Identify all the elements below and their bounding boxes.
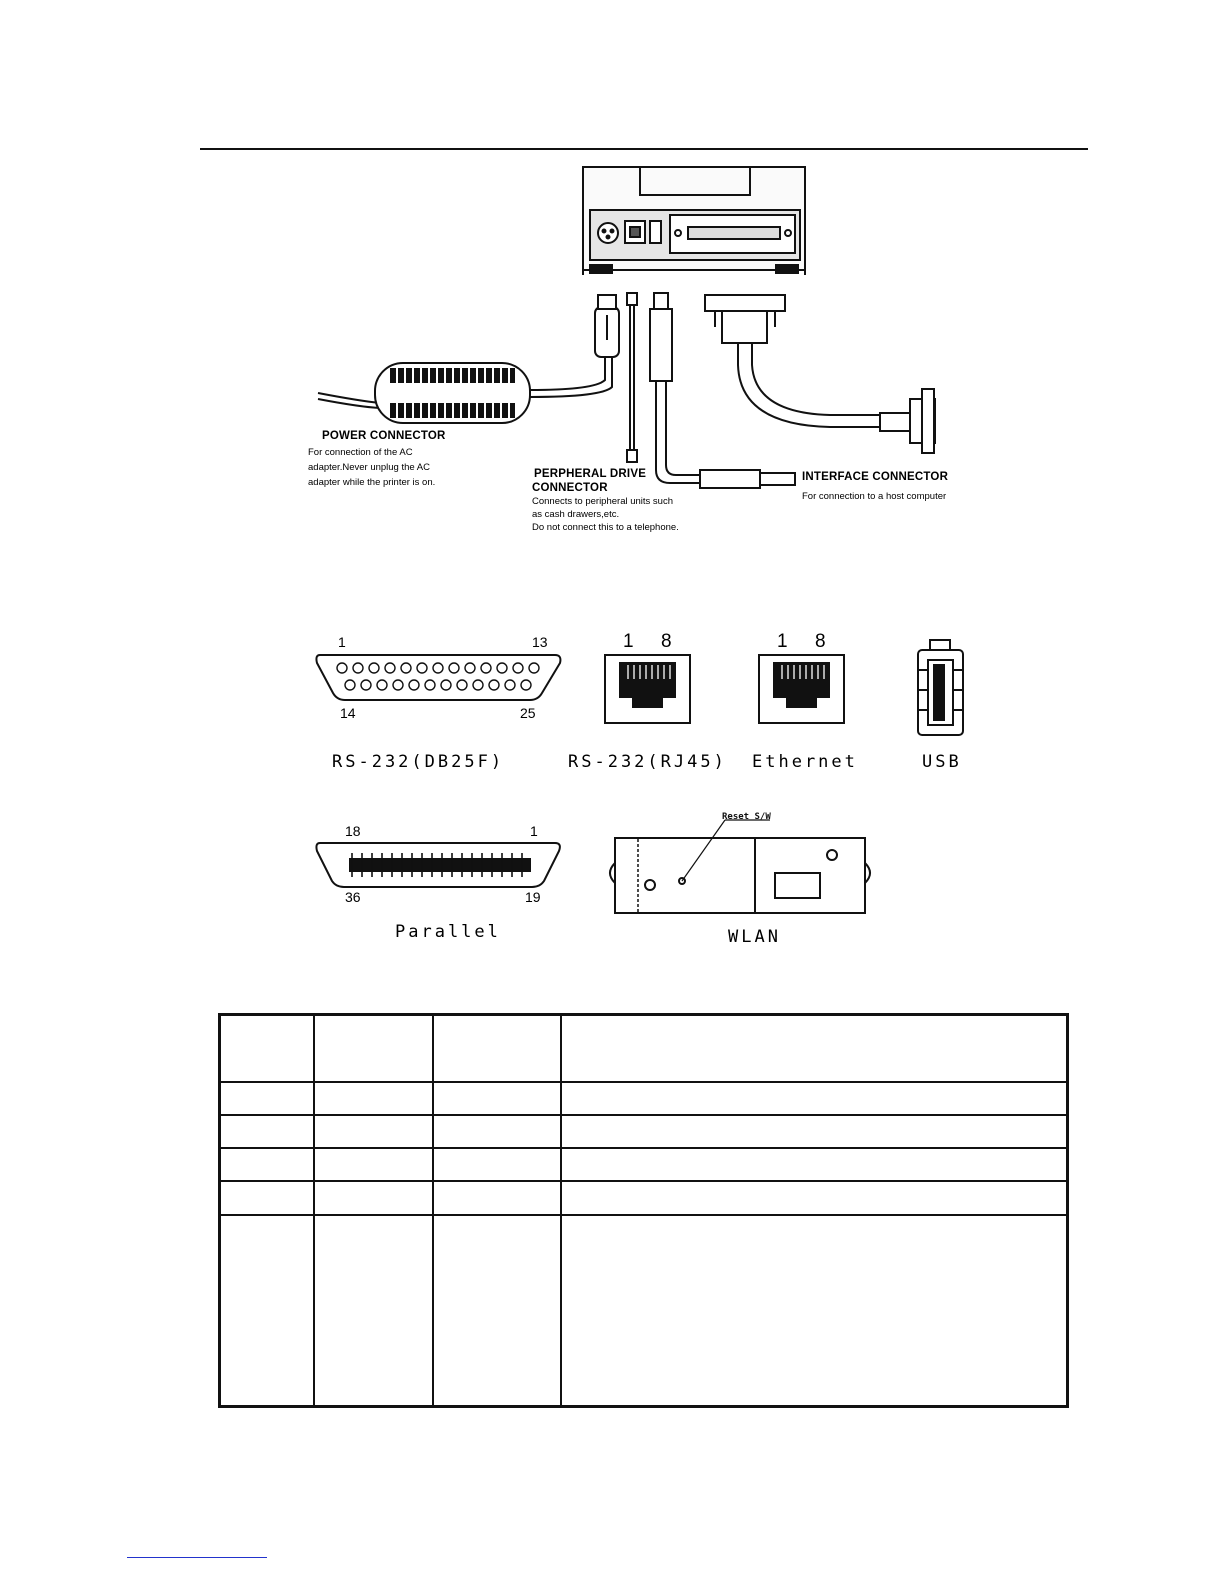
rj45-port-icon (604, 654, 691, 724)
parallel-label: Parallel (395, 922, 501, 942)
table-row-divider (221, 1214, 1066, 1216)
wlan-reset-label: Reset S/W (722, 812, 771, 822)
usb-port-icon (917, 639, 964, 736)
parallel-pin-18: 18 (345, 823, 361, 839)
rj45-pin-1: 1 (623, 631, 634, 652)
peripheral-cable-illustration (626, 292, 638, 463)
wlan-label: WLAN (728, 927, 781, 947)
usb-label: USB (922, 752, 962, 772)
db25-pin-13: 13 (532, 634, 548, 650)
connector-diagram: POWER CONNECTOR For connection of the AC… (308, 166, 949, 533)
db25-label: RS-232(DB25F) (332, 752, 504, 772)
peripheral-connector-title-2: CONNECTOR (532, 482, 608, 494)
db25-pin-1: 1 (338, 634, 346, 650)
db25-port-icon (315, 654, 562, 701)
table-column-divider (313, 1016, 315, 1405)
parallel-pin-1: 1 (530, 823, 538, 839)
db25-pin-25: 25 (520, 705, 536, 721)
printer-rear-illustration (582, 166, 806, 275)
ethernet-pin-8: 8 (815, 631, 826, 652)
table-column-divider (432, 1016, 434, 1405)
interface-cable-illustration (704, 294, 936, 454)
table-column-divider (560, 1016, 562, 1405)
connector-spec-table (218, 1013, 1069, 1408)
power-connector-line: For connection of the AC (308, 447, 413, 458)
rj45-pin-8: 8 (661, 631, 672, 652)
ethernet-pin-1: 1 (777, 631, 788, 652)
table-row-divider (221, 1114, 1066, 1116)
interface-connector-line: For connection to a host computer (802, 491, 946, 502)
footer-link-underline[interactable] (127, 1557, 267, 1558)
power-connector-title: POWER CONNECTOR (322, 430, 446, 442)
power-adapter-illustration (317, 294, 620, 424)
table-row-divider (221, 1081, 1066, 1083)
table-row-divider (221, 1147, 1066, 1149)
parallel-port-icon (315, 842, 561, 888)
power-connector-line: adapter while the printer is on. (308, 477, 435, 488)
header-rule (200, 148, 1088, 150)
interface-connector-title: INTERFACE CONNECTOR (802, 471, 949, 483)
ports-diagram: 1 13 14 25 1 8 1 8 18 1 36 19 Reset S/W … (315, 631, 964, 947)
rj45-label: RS-232(RJ45) (568, 752, 727, 772)
wlan-module-icon (609, 819, 871, 914)
ethernet-port-icon (758, 654, 845, 724)
peripheral-connector-line: Do not connect this to a telephone. (532, 522, 679, 533)
parallel-pin-19: 19 (525, 889, 541, 905)
power-connector-line: adapter.Never unplug the AC (308, 462, 430, 473)
peripheral-connector-line: as cash drawers,etc. (532, 509, 619, 520)
db25-pin-14: 14 (340, 705, 356, 721)
ethernet-label: Ethernet (752, 752, 858, 772)
peripheral-connector-line: Connects to peripheral units such (532, 496, 673, 507)
usb-cable-illustration (649, 292, 796, 489)
peripheral-connector-title: PERPHERAL DRIVE (534, 468, 646, 480)
parallel-pin-36: 36 (345, 889, 361, 905)
table-row-divider (221, 1180, 1066, 1182)
